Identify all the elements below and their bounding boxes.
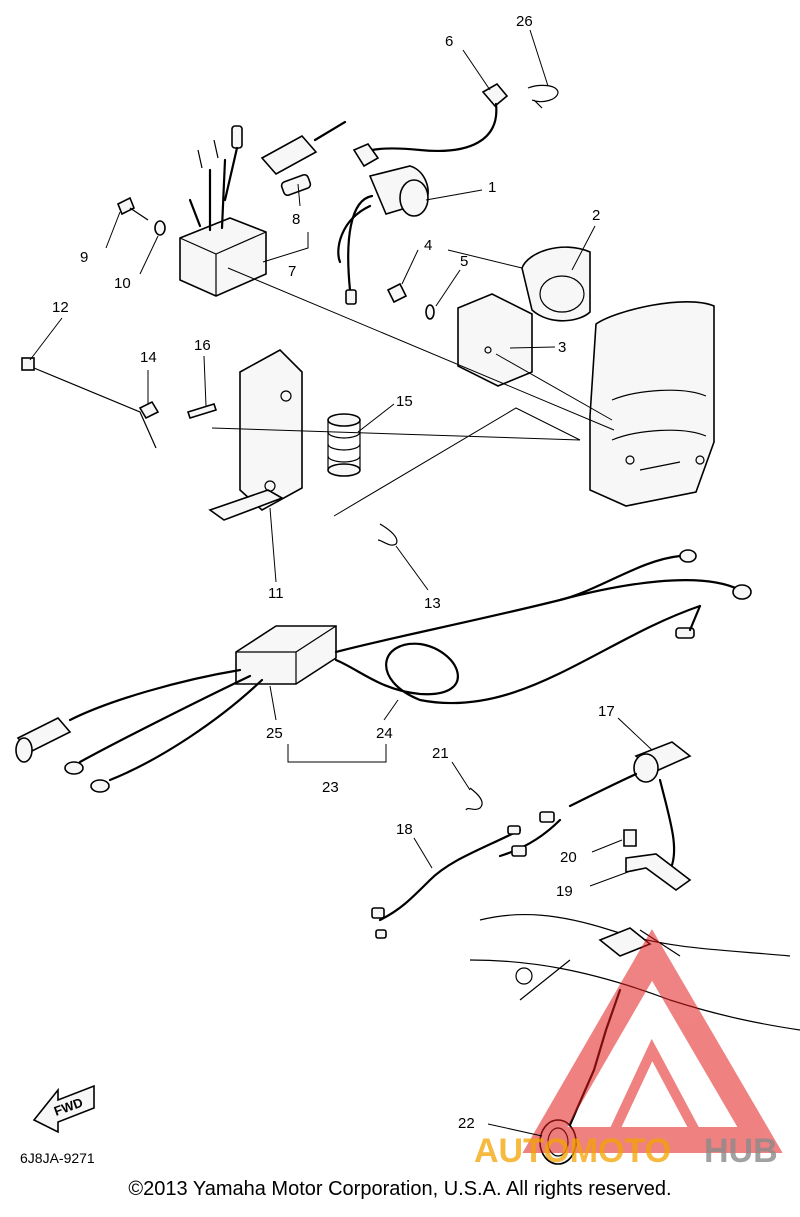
callout-23: 23	[322, 779, 339, 796]
callout-9: 9	[80, 249, 88, 266]
part-10-washer	[154, 220, 166, 236]
part-21-clip	[465, 787, 483, 811]
part-20-bolt	[623, 829, 637, 847]
callout-17: 17	[598, 703, 615, 720]
engine-bracket	[589, 300, 715, 507]
callout-12: 12	[52, 299, 69, 316]
callout-19: 19	[556, 883, 573, 900]
callout-10: 10	[114, 275, 131, 292]
part-5-washer	[425, 304, 435, 320]
callout-18: 18	[396, 821, 413, 838]
fwd-arrow: FWD	[32, 1084, 95, 1134]
callout-11: 11	[268, 585, 284, 602]
part-18-wire-lead	[371, 811, 562, 939]
callout-8: 8	[292, 211, 300, 228]
callout-13: 13	[424, 595, 441, 612]
callout-labels: 6 26 1 2 3 4 5 8 7 9 10 12 14 16 15 11 1…	[52, 13, 615, 1132]
part-24-wire-harness	[334, 549, 752, 705]
part-11-bracket	[208, 349, 303, 521]
callout-21: 21	[432, 745, 449, 762]
part-15-spring	[327, 413, 361, 477]
callout-20: 20	[560, 849, 577, 866]
part-16-bolt	[186, 403, 218, 419]
part-6-connector	[358, 82, 509, 160]
part-12-band	[21, 357, 157, 449]
leader-lines	[29, 29, 653, 1137]
part-3-bracket	[457, 293, 533, 387]
part-25-harness-connector	[235, 625, 337, 685]
callout-16: 16	[194, 337, 211, 354]
part-4-bolt	[386, 282, 408, 304]
assembly-lines	[211, 249, 615, 517]
fuse-holder	[223, 120, 347, 202]
part-26-clip	[527, 84, 559, 109]
part-9-bolt	[116, 196, 149, 221]
part-13-clip	[377, 523, 398, 546]
callout-14: 14	[140, 349, 157, 366]
callout-15: 15	[396, 393, 413, 410]
callout-3: 3	[558, 339, 566, 356]
copyright-notice: ©2013 Yamaha Motor Corporation, U.S.A. A…	[128, 1178, 672, 1200]
part-17-switch	[568, 741, 692, 872]
watermark-text-hub: HUB	[704, 1132, 778, 1170]
callout-22: 22	[458, 1115, 475, 1132]
callout-2: 2	[592, 207, 600, 224]
part-1-relay	[337, 143, 429, 305]
callout-1: 1	[488, 179, 496, 196]
callout-7: 7	[288, 263, 296, 280]
diagram-code: 6J8JA-9271	[20, 1150, 95, 1166]
callout-6: 6	[445, 33, 453, 50]
callout-24: 24	[376, 725, 393, 742]
callout-4: 4	[424, 237, 432, 254]
watermark-text-automoto: AUTOMOTO	[474, 1132, 671, 1170]
part-19-plate	[625, 853, 692, 891]
part-14-screw	[138, 400, 160, 420]
callout-25: 25	[266, 725, 283, 742]
part-7-rectifier	[179, 139, 267, 297]
part-8-fuse	[280, 173, 312, 197]
harness-left-branch	[15, 668, 264, 793]
automotohub-watermark-logo	[522, 929, 783, 1153]
callout-26: 26	[516, 13, 533, 30]
part-2-rubber-holder	[521, 246, 591, 322]
callout-5: 5	[460, 253, 468, 270]
